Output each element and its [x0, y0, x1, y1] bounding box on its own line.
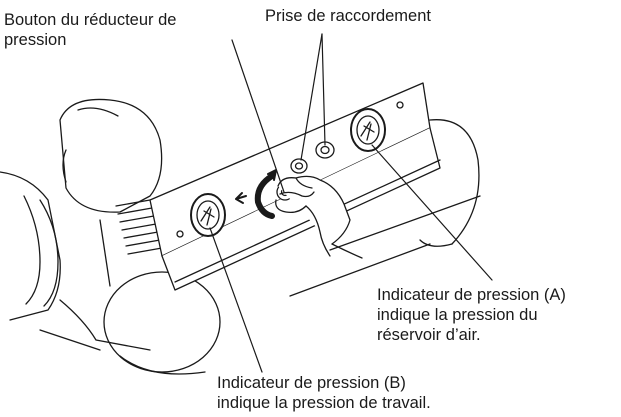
lower-tank — [103, 271, 221, 375]
gauge-a-label: Indicateur de pression (A) indique la pr… — [377, 285, 566, 345]
motor-housing — [0, 171, 163, 351]
upper-tank — [59, 98, 163, 213]
coupling-socket-label-line-1: Prise de raccordement — [265, 7, 431, 25]
regulator-knob-label: Bouton du réducteur de pression — [4, 10, 176, 50]
gauge-a — [350, 108, 386, 152]
gauge-b-label-line-1: Indicateur de pression (B) — [217, 374, 406, 392]
leader-gauge-a — [371, 144, 493, 281]
leader-socket-2 — [300, 33, 323, 161]
gauge-a-label-line-1: Indicateur de pression (A) — [377, 286, 566, 304]
leader-socket-1 — [321, 33, 326, 146]
regulator-knob-label-line-2: pression — [4, 31, 67, 49]
gauge-b-label: Indicateur de pression (B) indique la pr… — [217, 373, 431, 413]
gauge-b — [190, 193, 226, 237]
hand — [275, 175, 363, 259]
right-tank — [289, 119, 481, 297]
leader-lines — [209, 33, 493, 373]
gauge-b-label-line-2: indique la pression de travail. — [217, 394, 431, 412]
coupling-socket-label: Prise de raccordement — [265, 6, 431, 26]
gauge-a-label-line-2: indique la pression du — [377, 306, 538, 324]
coupling-sockets — [290, 141, 335, 174]
gauge-a-label-line-3: réservoir d’air. — [377, 326, 481, 344]
leader-knob — [231, 39, 285, 193]
leader-gauge-b — [209, 227, 263, 373]
regulator-knob-label-line-1: Bouton du réducteur de — [4, 11, 177, 29]
